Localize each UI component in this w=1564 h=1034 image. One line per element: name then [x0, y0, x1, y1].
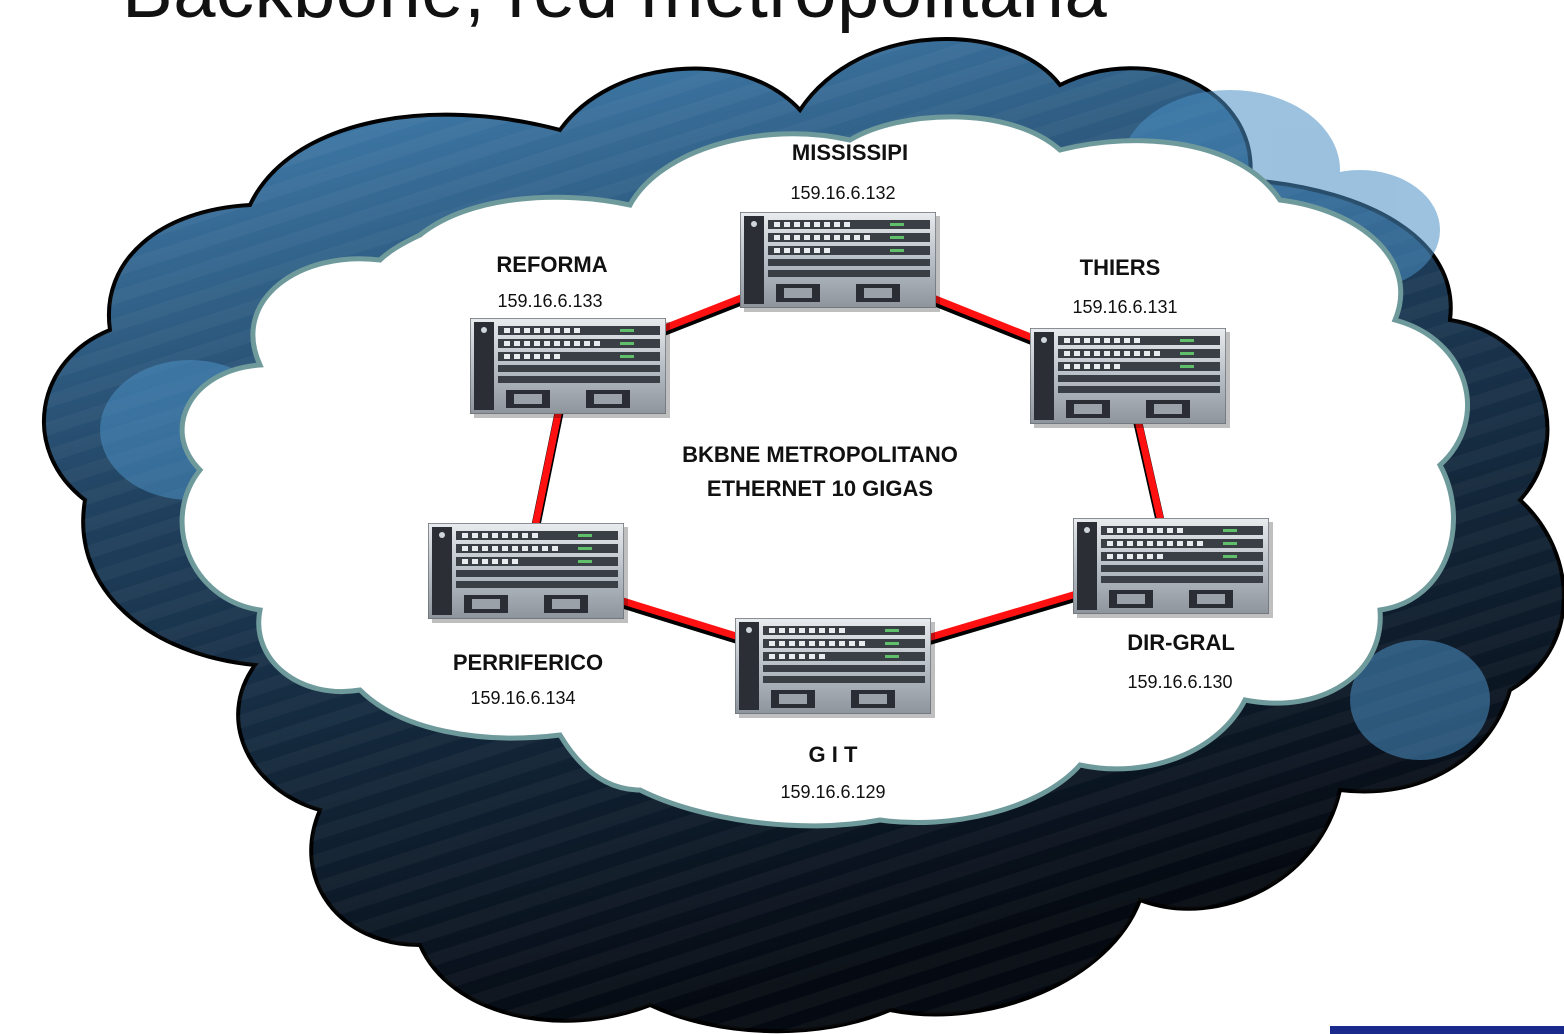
node-ip-git: 159.16.6.129	[780, 782, 886, 802]
node-ip-reforma: 159.16.6.133	[497, 291, 603, 311]
switch-git[interactable]	[735, 618, 935, 718]
switch-icon	[1073, 518, 1269, 614]
switch-mississipi[interactable]	[740, 212, 940, 312]
center-label-line1: BKBNE METROPOLITANO	[682, 442, 958, 467]
slide-title: Backbone, red metropolitana	[122, 0, 1107, 35]
switch-icon	[470, 318, 666, 414]
corner-accent-bar	[1330, 1026, 1564, 1034]
switch-icon	[428, 523, 624, 619]
node-ip-perriferico: 159.16.6.134	[470, 688, 576, 708]
center-label-line2: ETHERNET 10 GIGAS	[706, 476, 934, 501]
inner-cloud	[179, 114, 1471, 829]
switch-dir-gral[interactable]	[1073, 518, 1273, 618]
node-name-mississipi: MISSISSIPI	[791, 140, 909, 165]
node-name-perriferico: PERRIFERICO	[452, 650, 604, 675]
switch-icon	[1030, 328, 1226, 424]
node-ip-thiers: 159.16.6.131	[1072, 297, 1178, 317]
switch-icon	[735, 618, 931, 714]
node-name-dir-gral: DIR-GRAL	[1127, 630, 1235, 655]
switch-perriferico[interactable]	[428, 523, 628, 623]
node-name-reforma: REFORMA	[496, 252, 608, 277]
switch-thiers[interactable]	[1030, 328, 1230, 428]
node-name-thiers: THIERS	[1079, 255, 1161, 280]
switch-reforma[interactable]	[470, 318, 670, 418]
node-ip-dir-gral: 159.16.6.130	[1127, 672, 1233, 692]
switches-layer	[428, 212, 1273, 718]
node-name-git: G I T	[808, 742, 858, 767]
switch-icon	[740, 212, 936, 308]
node-ip-mississipi: 159.16.6.132	[790, 183, 896, 203]
